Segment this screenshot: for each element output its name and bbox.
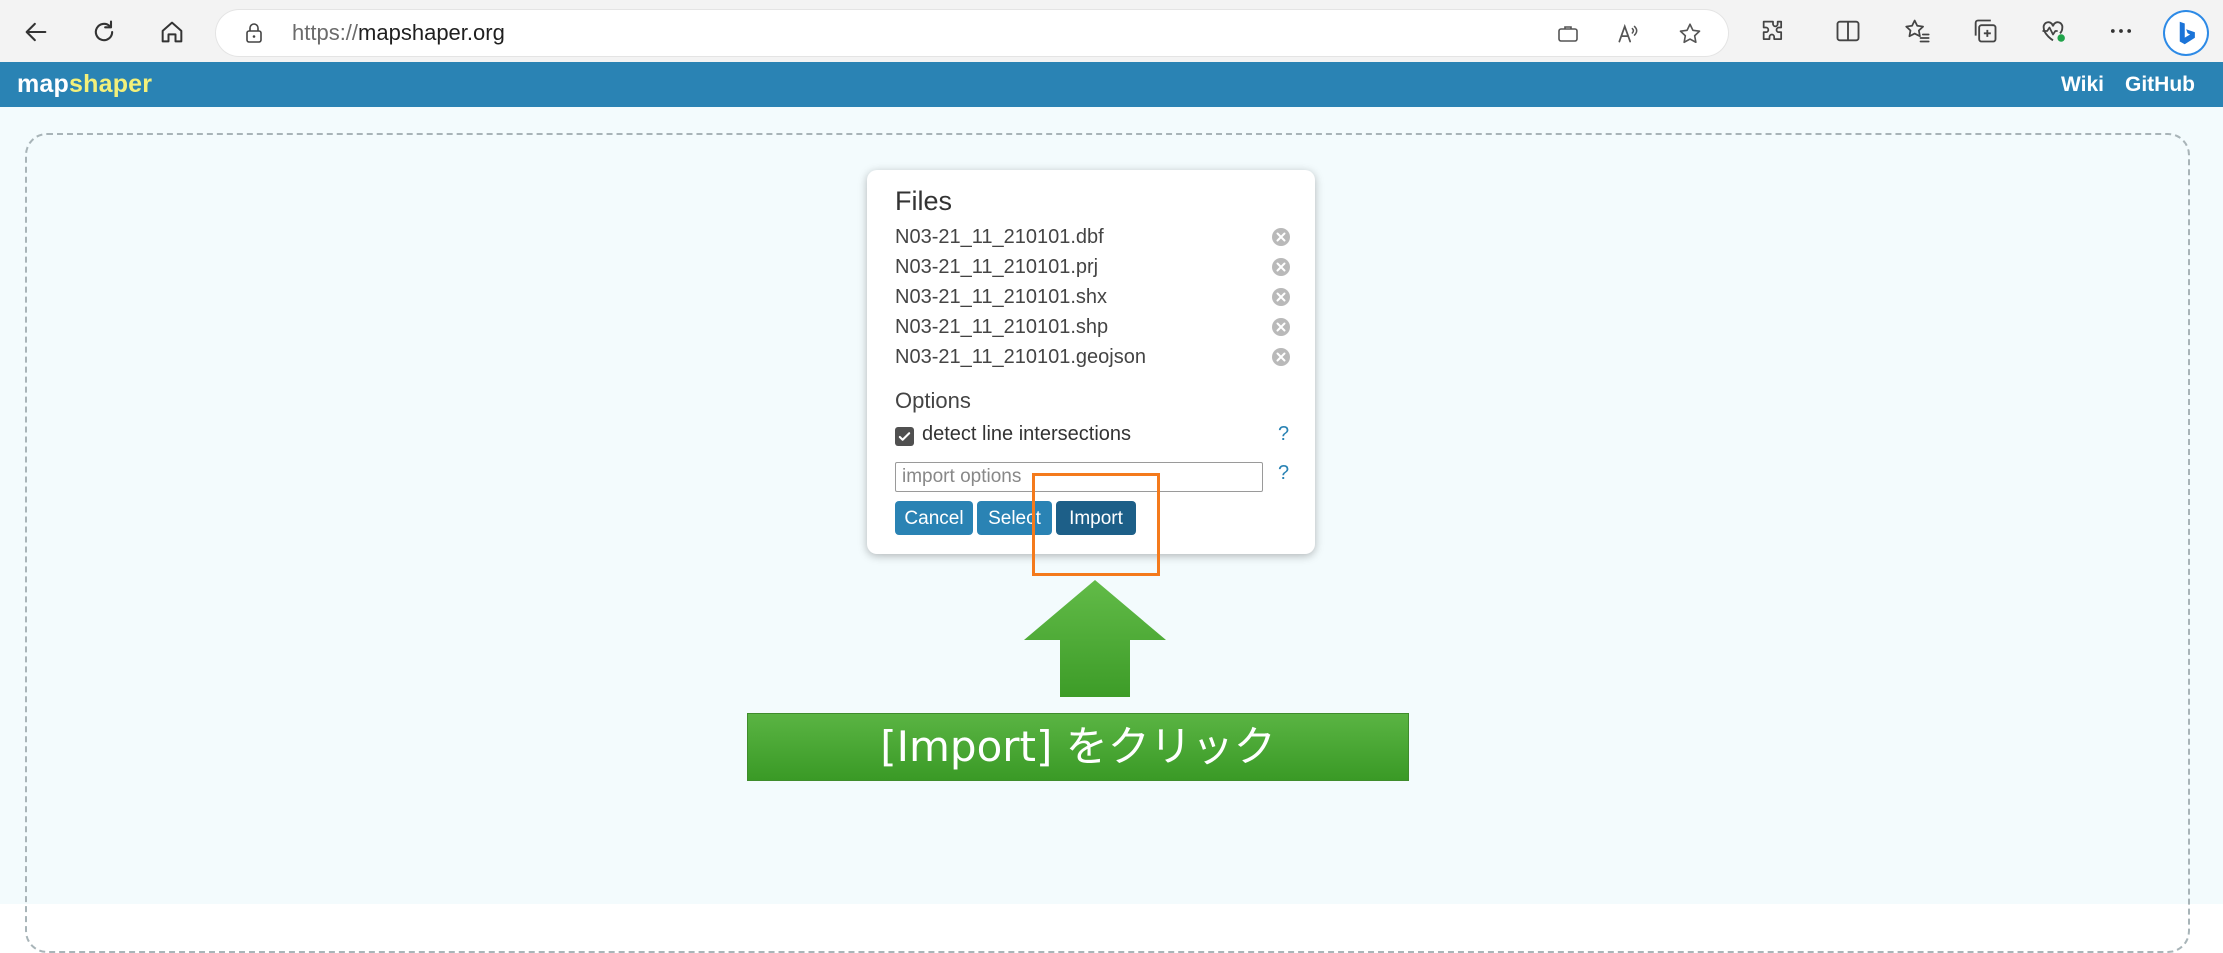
home-icon (161, 21, 183, 43)
file-name: N03-21_11_210101.geojson (895, 346, 1146, 368)
collections-icon (1974, 19, 1997, 43)
performance-button[interactable] (2037, 15, 2069, 47)
file-name: N03-21_11_210101.shx (895, 286, 1108, 308)
files-title: Files (895, 186, 953, 216)
star-icon (1679, 23, 1701, 44)
wiki-link[interactable]: Wiki (2061, 73, 2104, 96)
remove-file-icon[interactable] (1271, 287, 1291, 307)
refresh-button[interactable] (83, 11, 125, 53)
file-name: N03-21_11_210101.prj (895, 256, 1099, 278)
back-button[interactable] (15, 11, 57, 53)
bing-icon (2179, 21, 2195, 45)
detect-intersections-checkbox[interactable] (895, 427, 914, 446)
import-options-help-link[interactable]: ? (1278, 462, 1290, 484)
import-dialog: Files N03-21_11_210101.dbf N03-21_11_210… (867, 170, 1315, 554)
favorite-button[interactable] (1676, 20, 1704, 48)
lock-icon[interactable] (242, 21, 266, 45)
favorites-button[interactable] (1901, 15, 1933, 47)
remove-file-icon[interactable] (1271, 347, 1291, 367)
arrow-left-icon (25, 22, 47, 42)
more-button[interactable] (2105, 15, 2137, 47)
favorites-icon (1905, 19, 1930, 43)
puzzle-icon (1762, 20, 1783, 41)
collections-button[interactable] (1969, 15, 2001, 47)
split-screen-icon (1836, 20, 1860, 42)
file-item: N03-21_11_210101.geojson (895, 342, 1291, 372)
home-button[interactable] (151, 11, 193, 53)
select-button[interactable]: Select (977, 501, 1052, 535)
extensions-button[interactable] (1757, 15, 1789, 47)
heart-pulse-icon (2042, 21, 2065, 42)
browser-toolbar: https://mapshaper.org (0, 0, 2223, 62)
remove-file-icon[interactable] (1271, 257, 1291, 277)
remove-file-icon[interactable] (1271, 317, 1291, 337)
apps-button[interactable] (1554, 20, 1582, 48)
file-name: N03-21_11_210101.shp (895, 316, 1109, 338)
url-text[interactable]: https://mapshaper.org (292, 20, 505, 45)
read-aloud-button[interactable] (1614, 20, 1642, 48)
up-arrow-icon (1024, 580, 1166, 697)
import-highlight-box (1032, 473, 1160, 576)
more-icon (2110, 29, 2132, 33)
cancel-button[interactable]: Cancel (895, 501, 973, 535)
detect-intersections-label[interactable]: detect line intersections (922, 423, 1132, 445)
file-name: N03-21_11_210101.dbf (895, 226, 1104, 248)
check-icon (898, 432, 911, 441)
remove-file-icon[interactable] (1271, 227, 1291, 247)
options-title: Options (895, 388, 971, 413)
briefcase-icon (1558, 26, 1578, 42)
intersections-help-link[interactable]: ? (1278, 423, 1290, 445)
app-logo[interactable]: mapshaper (17, 70, 153, 98)
file-item: N03-21_11_210101.dbf (895, 222, 1291, 252)
copilot-button[interactable] (2163, 10, 2209, 56)
address-bar[interactable]: https://mapshaper.org (216, 10, 1728, 56)
file-item: N03-21_11_210101.shx (895, 282, 1291, 312)
read-aloud-icon (1618, 23, 1638, 43)
file-item: N03-21_11_210101.shp (895, 312, 1291, 342)
github-link[interactable]: GitHub (2125, 73, 2195, 96)
split-screen-button[interactable] (1832, 15, 1864, 47)
file-list: N03-21_11_210101.dbf N03-21_11_210101.pr… (895, 222, 1291, 372)
app-header: mapshaper Wiki GitHub (0, 62, 2223, 107)
import-button[interactable]: Import (1056, 501, 1136, 535)
instruction-callout: [Import] をクリック (747, 713, 1409, 781)
file-item: N03-21_11_210101.prj (895, 252, 1291, 282)
refresh-icon (94, 20, 114, 42)
import-options-input[interactable] (895, 462, 1263, 492)
